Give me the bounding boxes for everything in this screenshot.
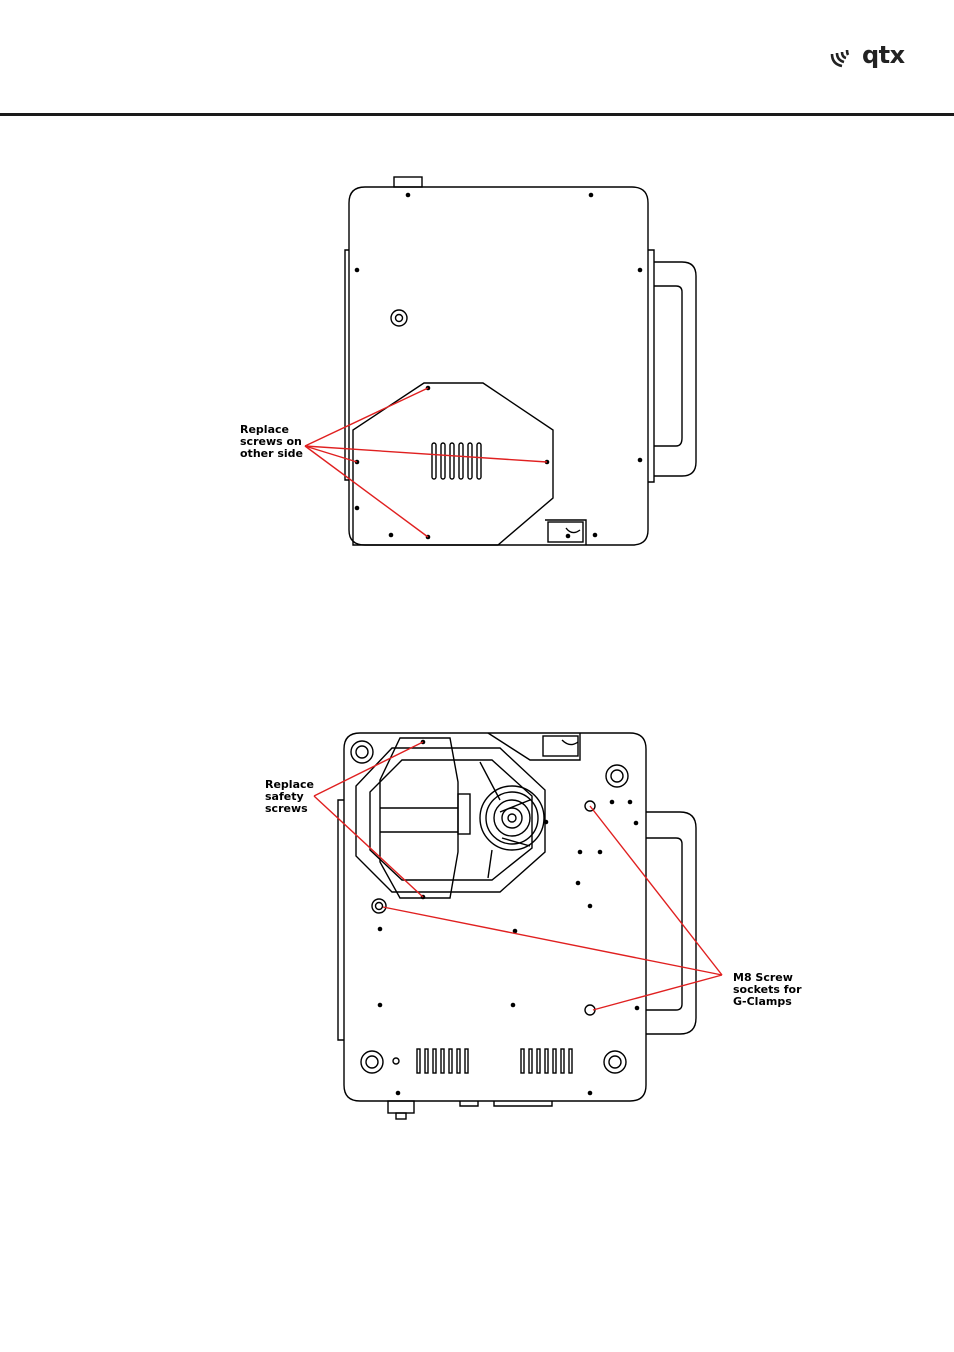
- rubber-foot: [361, 1051, 383, 1073]
- g-clamp-socket: [372, 899, 386, 913]
- mounting-bracket: [380, 738, 458, 898]
- underside-handle: [646, 812, 696, 1034]
- rubber-foot: [606, 765, 628, 787]
- callout-g-clamp-sockets: M8 Screw sockets for G-Clamps: [733, 972, 802, 1008]
- underside-body-outline: [344, 733, 646, 1101]
- callout-replace-safety-screws: Replace safety screws: [265, 779, 314, 815]
- rubber-foot: [604, 1051, 626, 1073]
- rubber-foot: [351, 741, 373, 763]
